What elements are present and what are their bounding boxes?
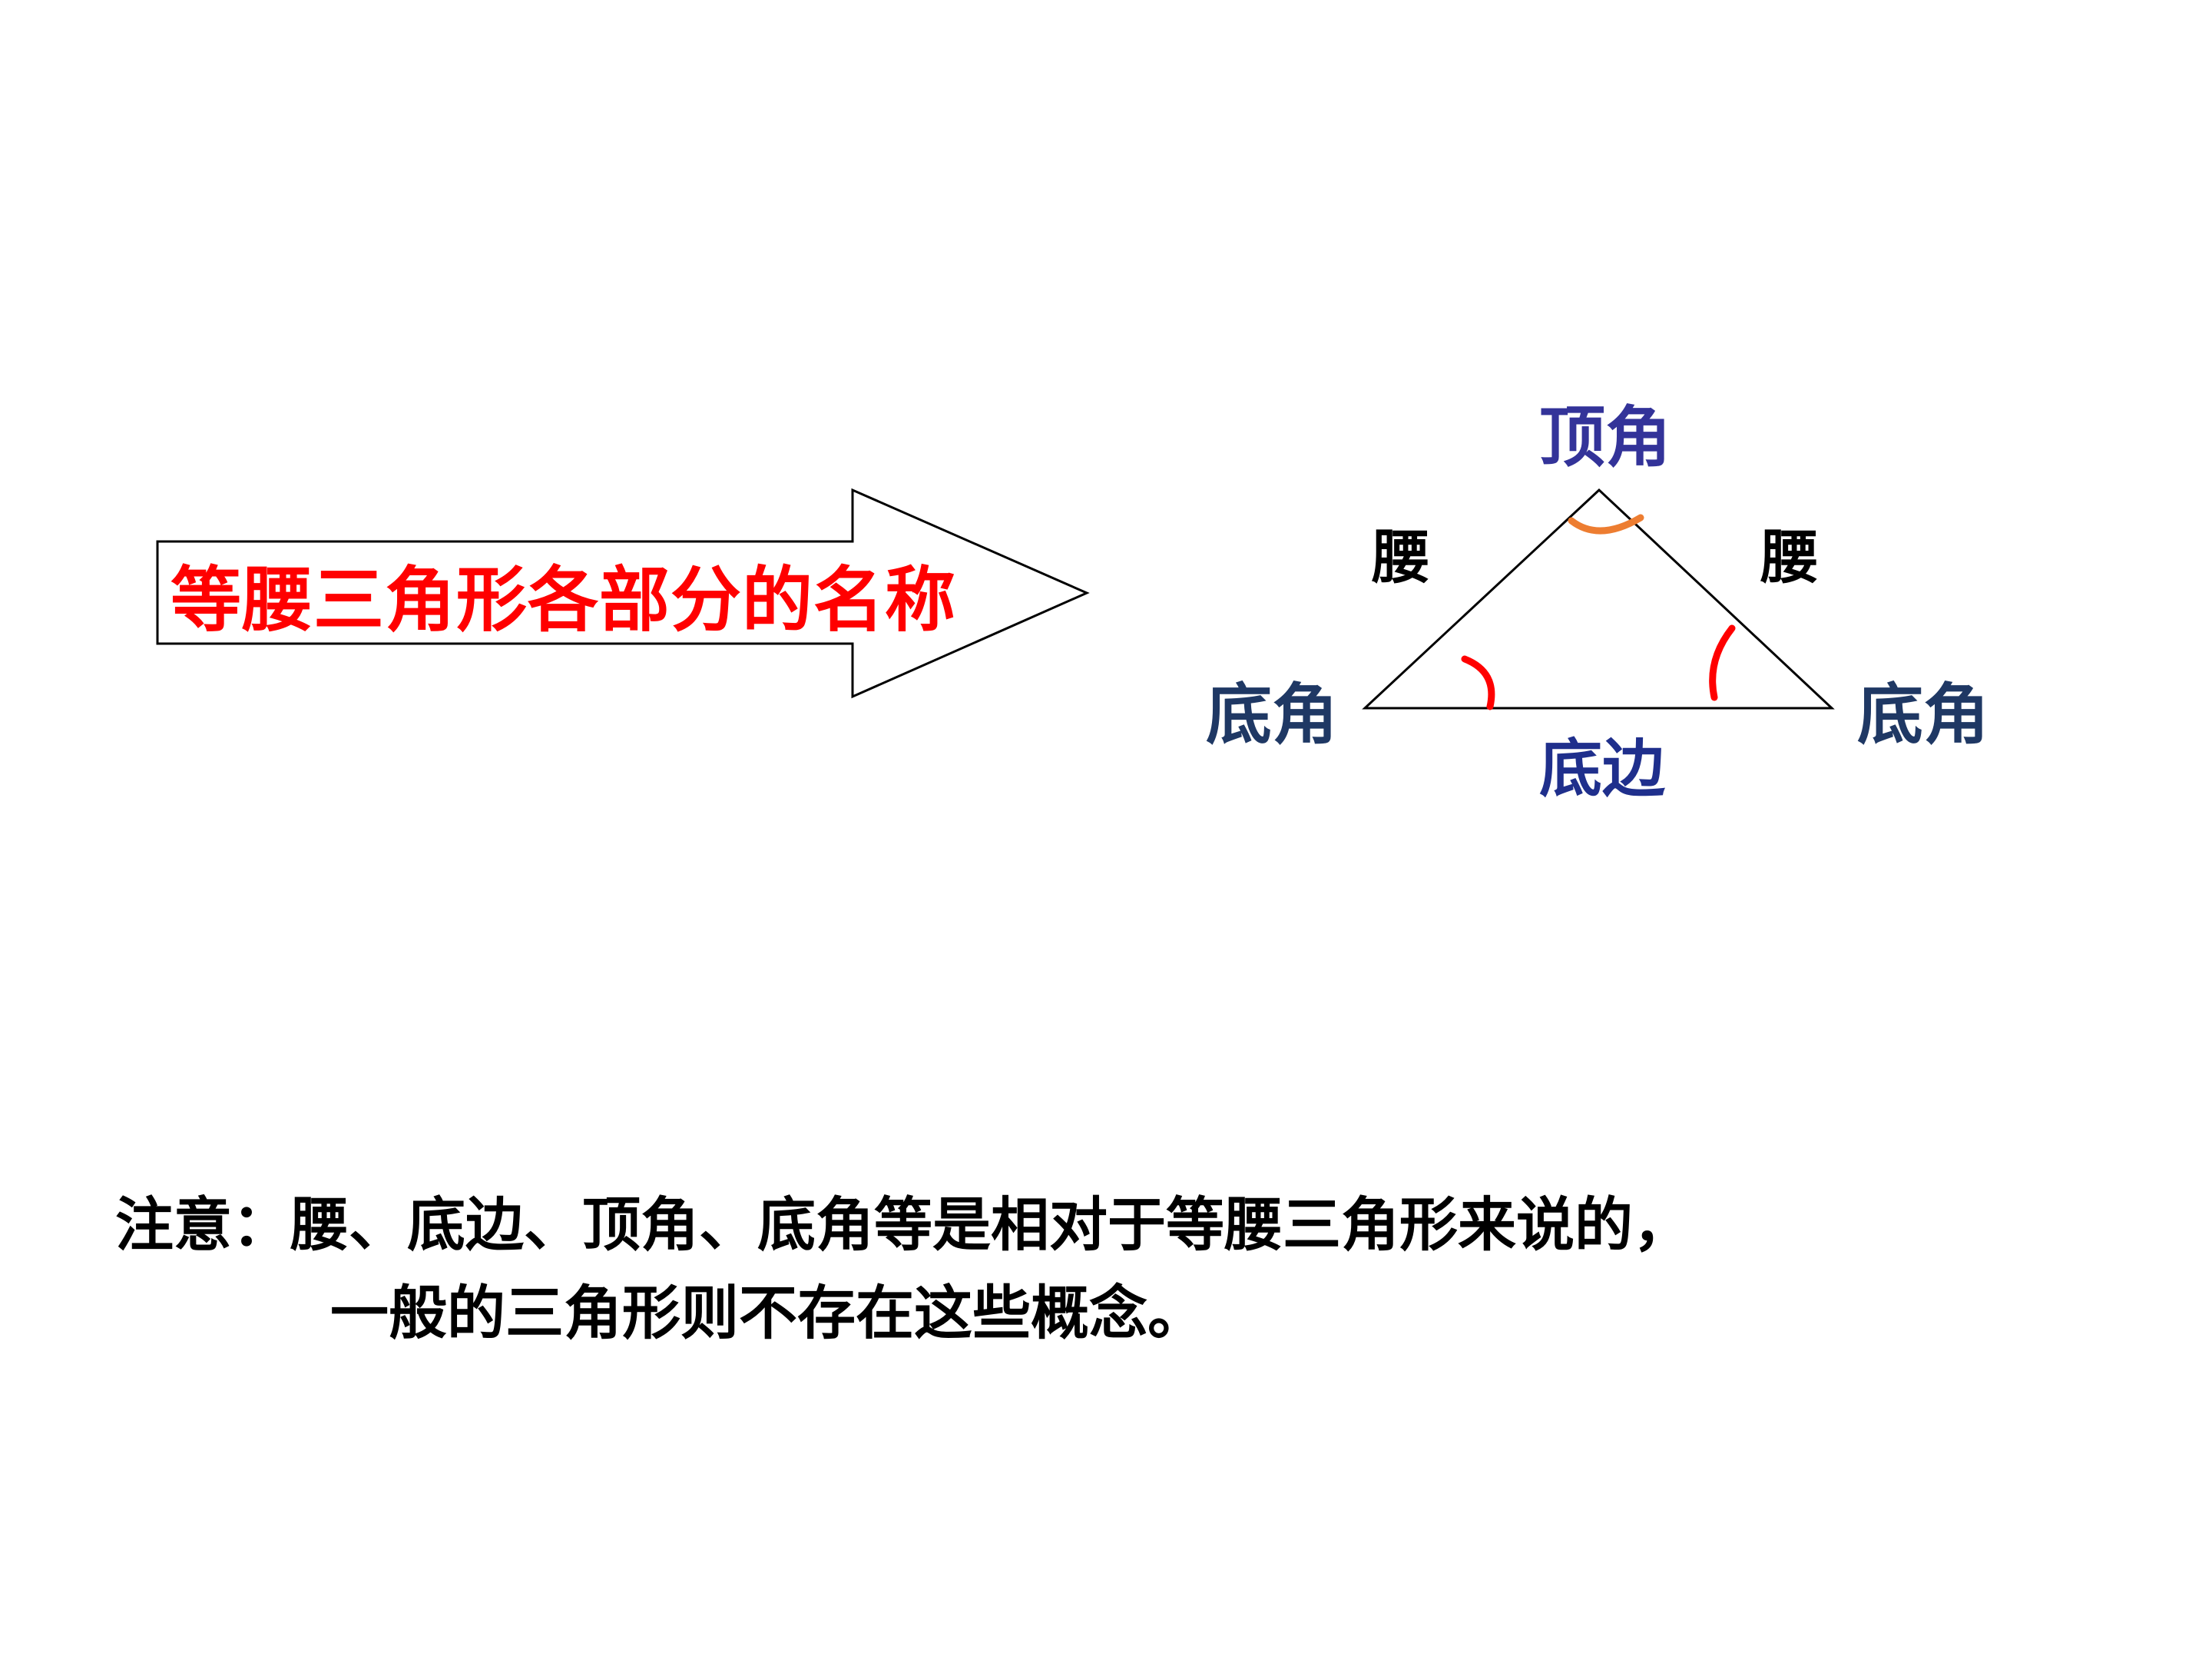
base-angle-label-right: 底角 bbox=[1857, 676, 1989, 753]
leg-label-right: 腰 bbox=[1760, 523, 1819, 591]
base-angle-arc-left bbox=[1461, 655, 1495, 710]
note-line-1: 注意：腰、底边、顶角、底角等是相对于等腰三角形来说的， bbox=[115, 1190, 1691, 1259]
base-angle-label-left: 底角 bbox=[1206, 676, 1338, 753]
apex-angle-arc bbox=[1568, 514, 1644, 535]
banner-title: 等腰三角形各部分的名称 bbox=[171, 558, 957, 641]
base-side-label: 底边 bbox=[1539, 732, 1666, 806]
isosceles-triangle bbox=[1362, 488, 1835, 710]
leg-label-left: 腰 bbox=[1372, 523, 1430, 591]
banner-arrow-shape bbox=[156, 488, 1090, 699]
base-angle-arc-right bbox=[1709, 624, 1736, 701]
apex-angle-label: 顶角 bbox=[1539, 399, 1671, 476]
note-line-2: 一般的三角形则不存在这些概念。 bbox=[330, 1279, 1206, 1347]
